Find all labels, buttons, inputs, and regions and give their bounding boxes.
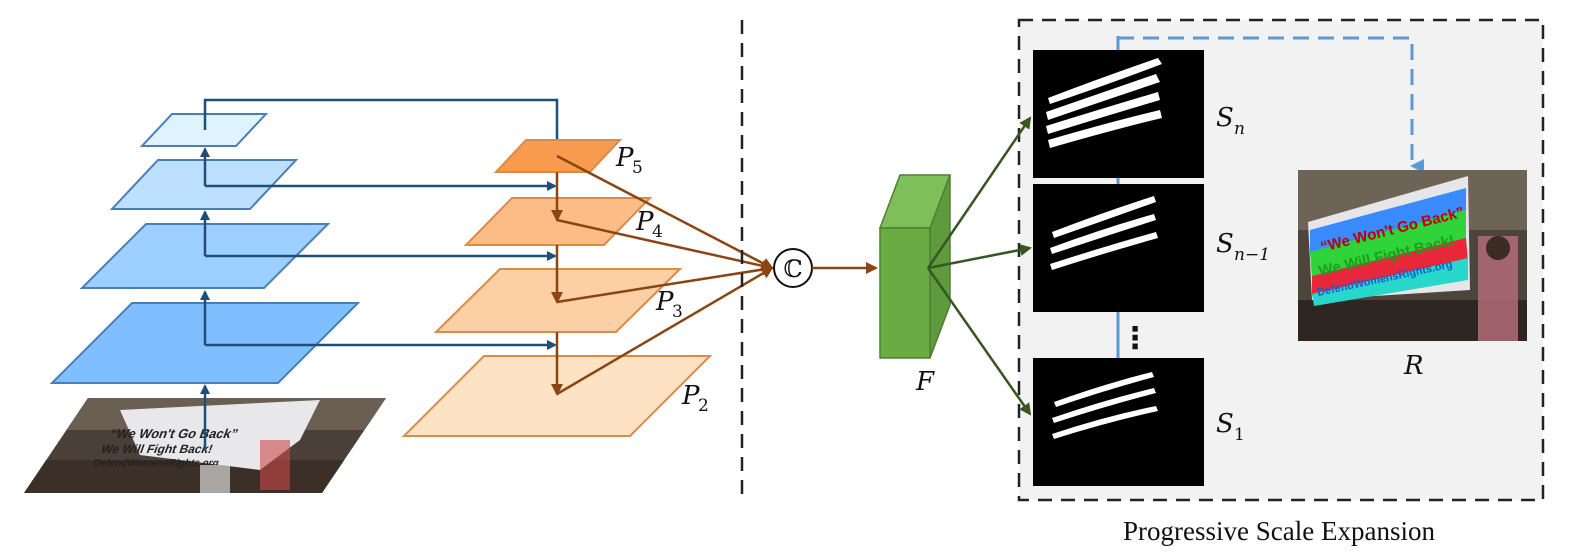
concat-symbol: ℂ <box>783 255 802 283</box>
input-banner-line2: We Will Fight Back! <box>99 442 215 456</box>
s1-label: S 1 <box>1216 409 1245 445</box>
p3-sub: 3 <box>672 302 683 322</box>
p2-label: P 2 <box>681 381 709 416</box>
fpn-p2 <box>401 355 713 437</box>
kernel-dots: ⋮ <box>1120 321 1150 356</box>
sn1-sub: n−1 <box>1234 245 1270 265</box>
kernel-sn <box>1033 50 1204 178</box>
sn-letter: S <box>1216 103 1234 133</box>
p4-letter: P <box>635 207 654 237</box>
p2-letter: P <box>681 381 700 411</box>
s1-sub: 1 <box>1234 425 1245 445</box>
pse-caption: Progressive Scale Expansion <box>1123 516 1435 546</box>
p5-sub: 5 <box>632 158 643 178</box>
lateral-arrows <box>203 98 562 350</box>
sn1-letter: S <box>1216 229 1234 259</box>
concat-arrows <box>556 154 774 396</box>
input-banner-line1: “We Won't Go Back” <box>108 426 241 441</box>
pse-to-result-arrow <box>1118 36 1424 173</box>
p2-sub: 2 <box>698 396 709 416</box>
kernel-sn-1 <box>1033 184 1204 312</box>
p3-label: P 3 <box>655 287 683 322</box>
p4-sub: 4 <box>652 222 663 242</box>
p3-letter: P <box>655 287 674 317</box>
sn-label: S n <box>1216 103 1245 139</box>
sn-sub: n <box>1234 119 1245 139</box>
p5-letter: P <box>615 143 634 173</box>
p5-label: P 5 <box>615 143 643 178</box>
input-banner-line3: DefendWomensRights.org <box>91 458 220 469</box>
fused-label: F <box>915 367 935 397</box>
concat-node: ℂ <box>773 248 813 288</box>
kernel-s1 <box>1033 358 1204 486</box>
green-arrows <box>926 116 1032 416</box>
p4-label: P 4 <box>635 207 663 242</box>
result-image: “We Won't Go Back” We Will Fight Back! D… <box>1298 170 1527 341</box>
result-label: R <box>1403 351 1424 381</box>
fpn-pyramid <box>401 139 713 437</box>
sn1-label: S n−1 <box>1216 229 1270 265</box>
s1-letter: S <box>1216 409 1234 439</box>
